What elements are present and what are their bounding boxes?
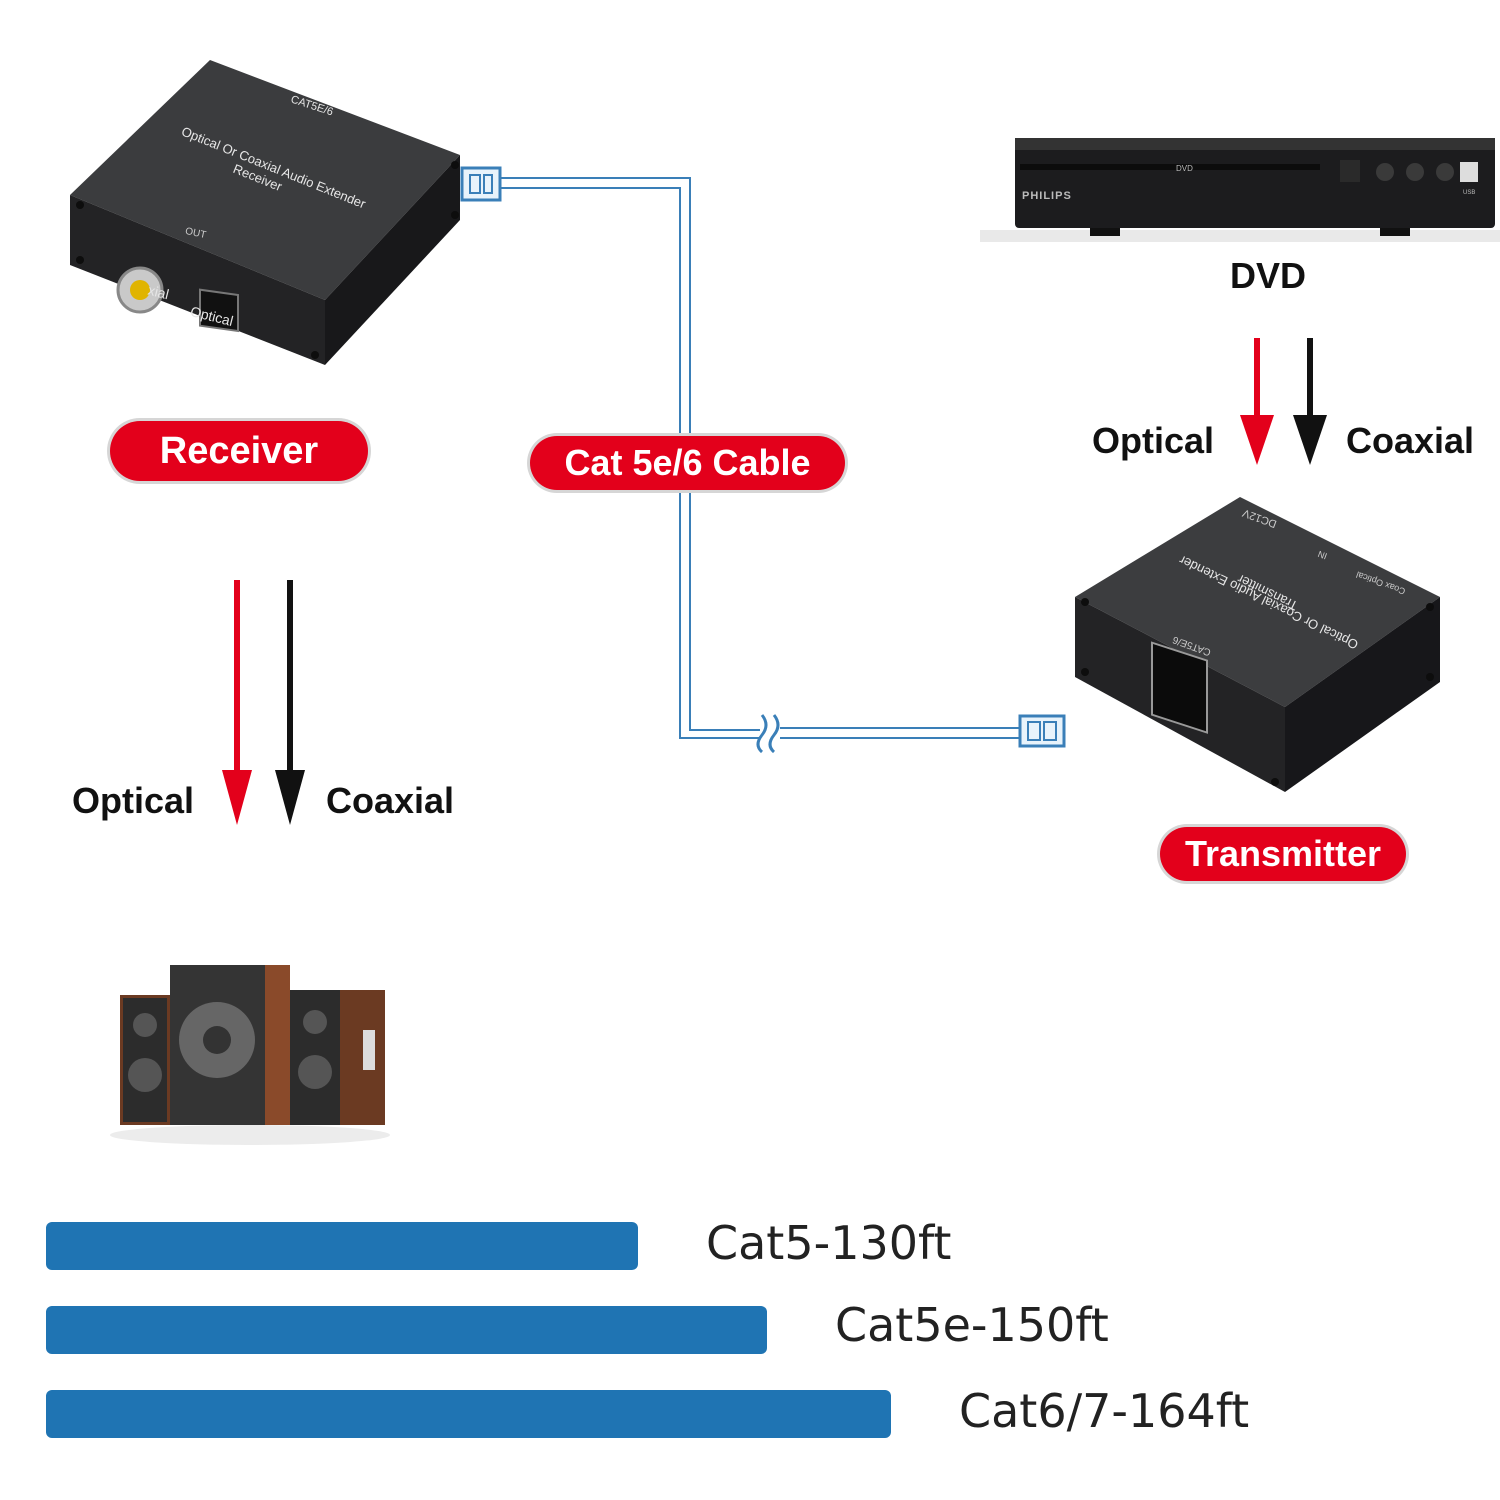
speaker-woofer-icon bbox=[128, 1058, 162, 1092]
receiver-output-arrows bbox=[222, 580, 305, 825]
button-icon bbox=[1436, 163, 1454, 181]
usb-port-icon bbox=[1460, 162, 1478, 182]
distance-label: Cat5e-150ft bbox=[835, 1298, 1109, 1352]
speaker-tweeter-icon bbox=[133, 1013, 157, 1037]
distance-bar bbox=[46, 1222, 638, 1270]
receiver-pill: Receiver bbox=[110, 421, 368, 481]
transmitter-device bbox=[1075, 497, 1440, 792]
cable-pill: Cat 5e/6 Cable bbox=[530, 436, 845, 490]
optical-port-icon bbox=[199, 288, 239, 333]
distance-bar bbox=[46, 1390, 891, 1438]
rj45-plug-icon bbox=[460, 166, 502, 202]
dvd-disc-logo: DVD bbox=[1176, 164, 1193, 173]
button-icon bbox=[1376, 163, 1394, 181]
receiver-optical-label: Optical bbox=[72, 780, 195, 821]
rj45-port-icon bbox=[1151, 641, 1208, 734]
rj45-plug-icon bbox=[1018, 714, 1066, 748]
distance-bar bbox=[46, 1306, 767, 1354]
dvd-optical-label: Optical bbox=[1092, 420, 1215, 461]
dvd-label: DVD bbox=[1230, 255, 1307, 296]
receiver-coaxial-label: Coaxial bbox=[326, 780, 455, 821]
distance-label: Cat5-130ft bbox=[706, 1216, 952, 1270]
distance-label: Cat6/7-164ft bbox=[959, 1384, 1250, 1438]
dvd-brand-text: PHILIPS bbox=[1022, 190, 1072, 202]
speaker-tweeter-icon bbox=[303, 1010, 327, 1034]
transmitter-pill: Transmitter bbox=[1160, 827, 1406, 881]
dvd-coaxial-label: Coaxial bbox=[1346, 420, 1475, 461]
receiver-device bbox=[70, 60, 460, 365]
dvd-usb-text: USB bbox=[1463, 190, 1476, 196]
speaker-woofer-icon bbox=[298, 1055, 332, 1089]
button-icon bbox=[1406, 163, 1424, 181]
dvd-player bbox=[980, 138, 1500, 242]
dvd-output-arrows bbox=[1240, 338, 1327, 465]
speaker-system bbox=[110, 965, 390, 1145]
